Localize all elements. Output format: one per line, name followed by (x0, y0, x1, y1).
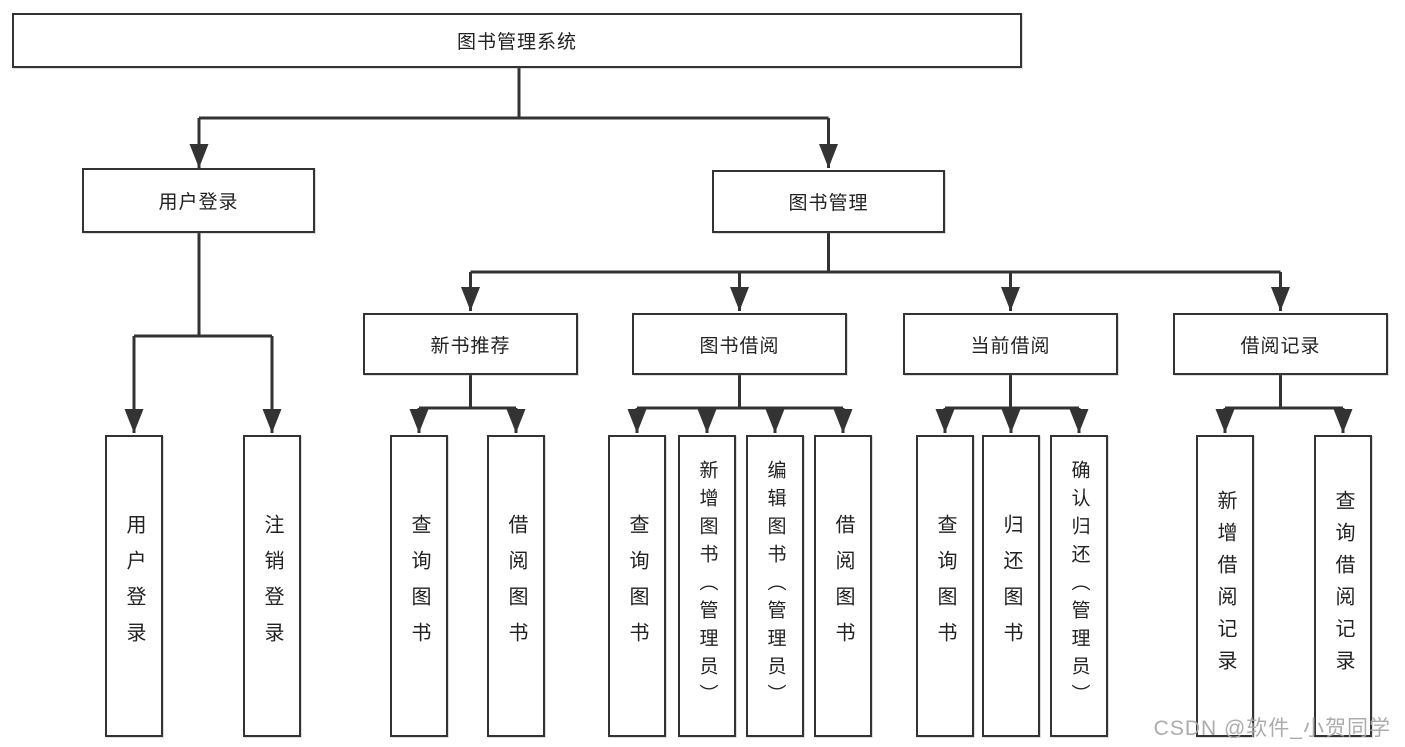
leaf-records-query-label: 查询借阅记录 (1332, 490, 1354, 682)
leaf-borrow-borrow: 借阅图书 (814, 435, 872, 737)
leaf-records-add: 新增借阅记录 (1196, 435, 1254, 737)
node-borrow-records: 借阅记录 (1173, 313, 1388, 375)
node-new-book-recommend: 新书推荐 (363, 313, 578, 375)
leaf-logout: 注销登录 (243, 435, 301, 737)
leaf-newbooks-query-label: 查询图书 (408, 514, 430, 658)
leaf-current-return-label: 归还图书 (1000, 514, 1022, 658)
node-user-login: 用户登录 (82, 168, 315, 233)
leaf-borrow-edit-admin: 编辑图书（管理员） (746, 435, 804, 737)
leaf-user-login-label: 用户登录 (123, 514, 145, 658)
leaf-current-confirm-admin-label: 确认归还（管理员） (1068, 460, 1090, 712)
watermark: CSDN @软件_小贺同学 (1153, 717, 1391, 740)
node-book-borrow: 图书借阅 (632, 313, 847, 375)
node-book-management: 图书管理 (712, 170, 945, 233)
node-current-borrow: 当前借阅 (903, 313, 1118, 375)
leaf-newbooks-query: 查询图书 (390, 435, 448, 737)
leaf-newbooks-borrow-label: 借阅图书 (505, 514, 527, 658)
leaf-user-login: 用户登录 (105, 435, 163, 737)
leaf-current-return: 归还图书 (982, 435, 1040, 737)
leaf-borrow-query: 查询图书 (608, 435, 666, 737)
leaf-records-query: 查询借阅记录 (1314, 435, 1372, 737)
leaf-borrow-borrow-label: 借阅图书 (832, 514, 854, 658)
node-root: 图书管理系统 (12, 13, 1022, 68)
leaf-current-query: 查询图书 (916, 435, 974, 737)
leaf-borrow-add-admin-label: 新增图书（管理员） (696, 460, 718, 712)
leaf-borrow-add-admin: 新增图书（管理员） (678, 435, 736, 737)
leaf-current-query-label: 查询图书 (934, 514, 956, 658)
leaf-newbooks-borrow: 借阅图书 (487, 435, 545, 737)
leaf-borrow-query-label: 查询图书 (626, 514, 648, 658)
leaf-records-add-label: 新增借阅记录 (1214, 490, 1236, 682)
leaf-borrow-edit-admin-label: 编辑图书（管理员） (764, 460, 786, 712)
leaf-logout-label: 注销登录 (261, 514, 283, 658)
leaf-current-confirm-admin: 确认归还（管理员） (1050, 435, 1108, 737)
